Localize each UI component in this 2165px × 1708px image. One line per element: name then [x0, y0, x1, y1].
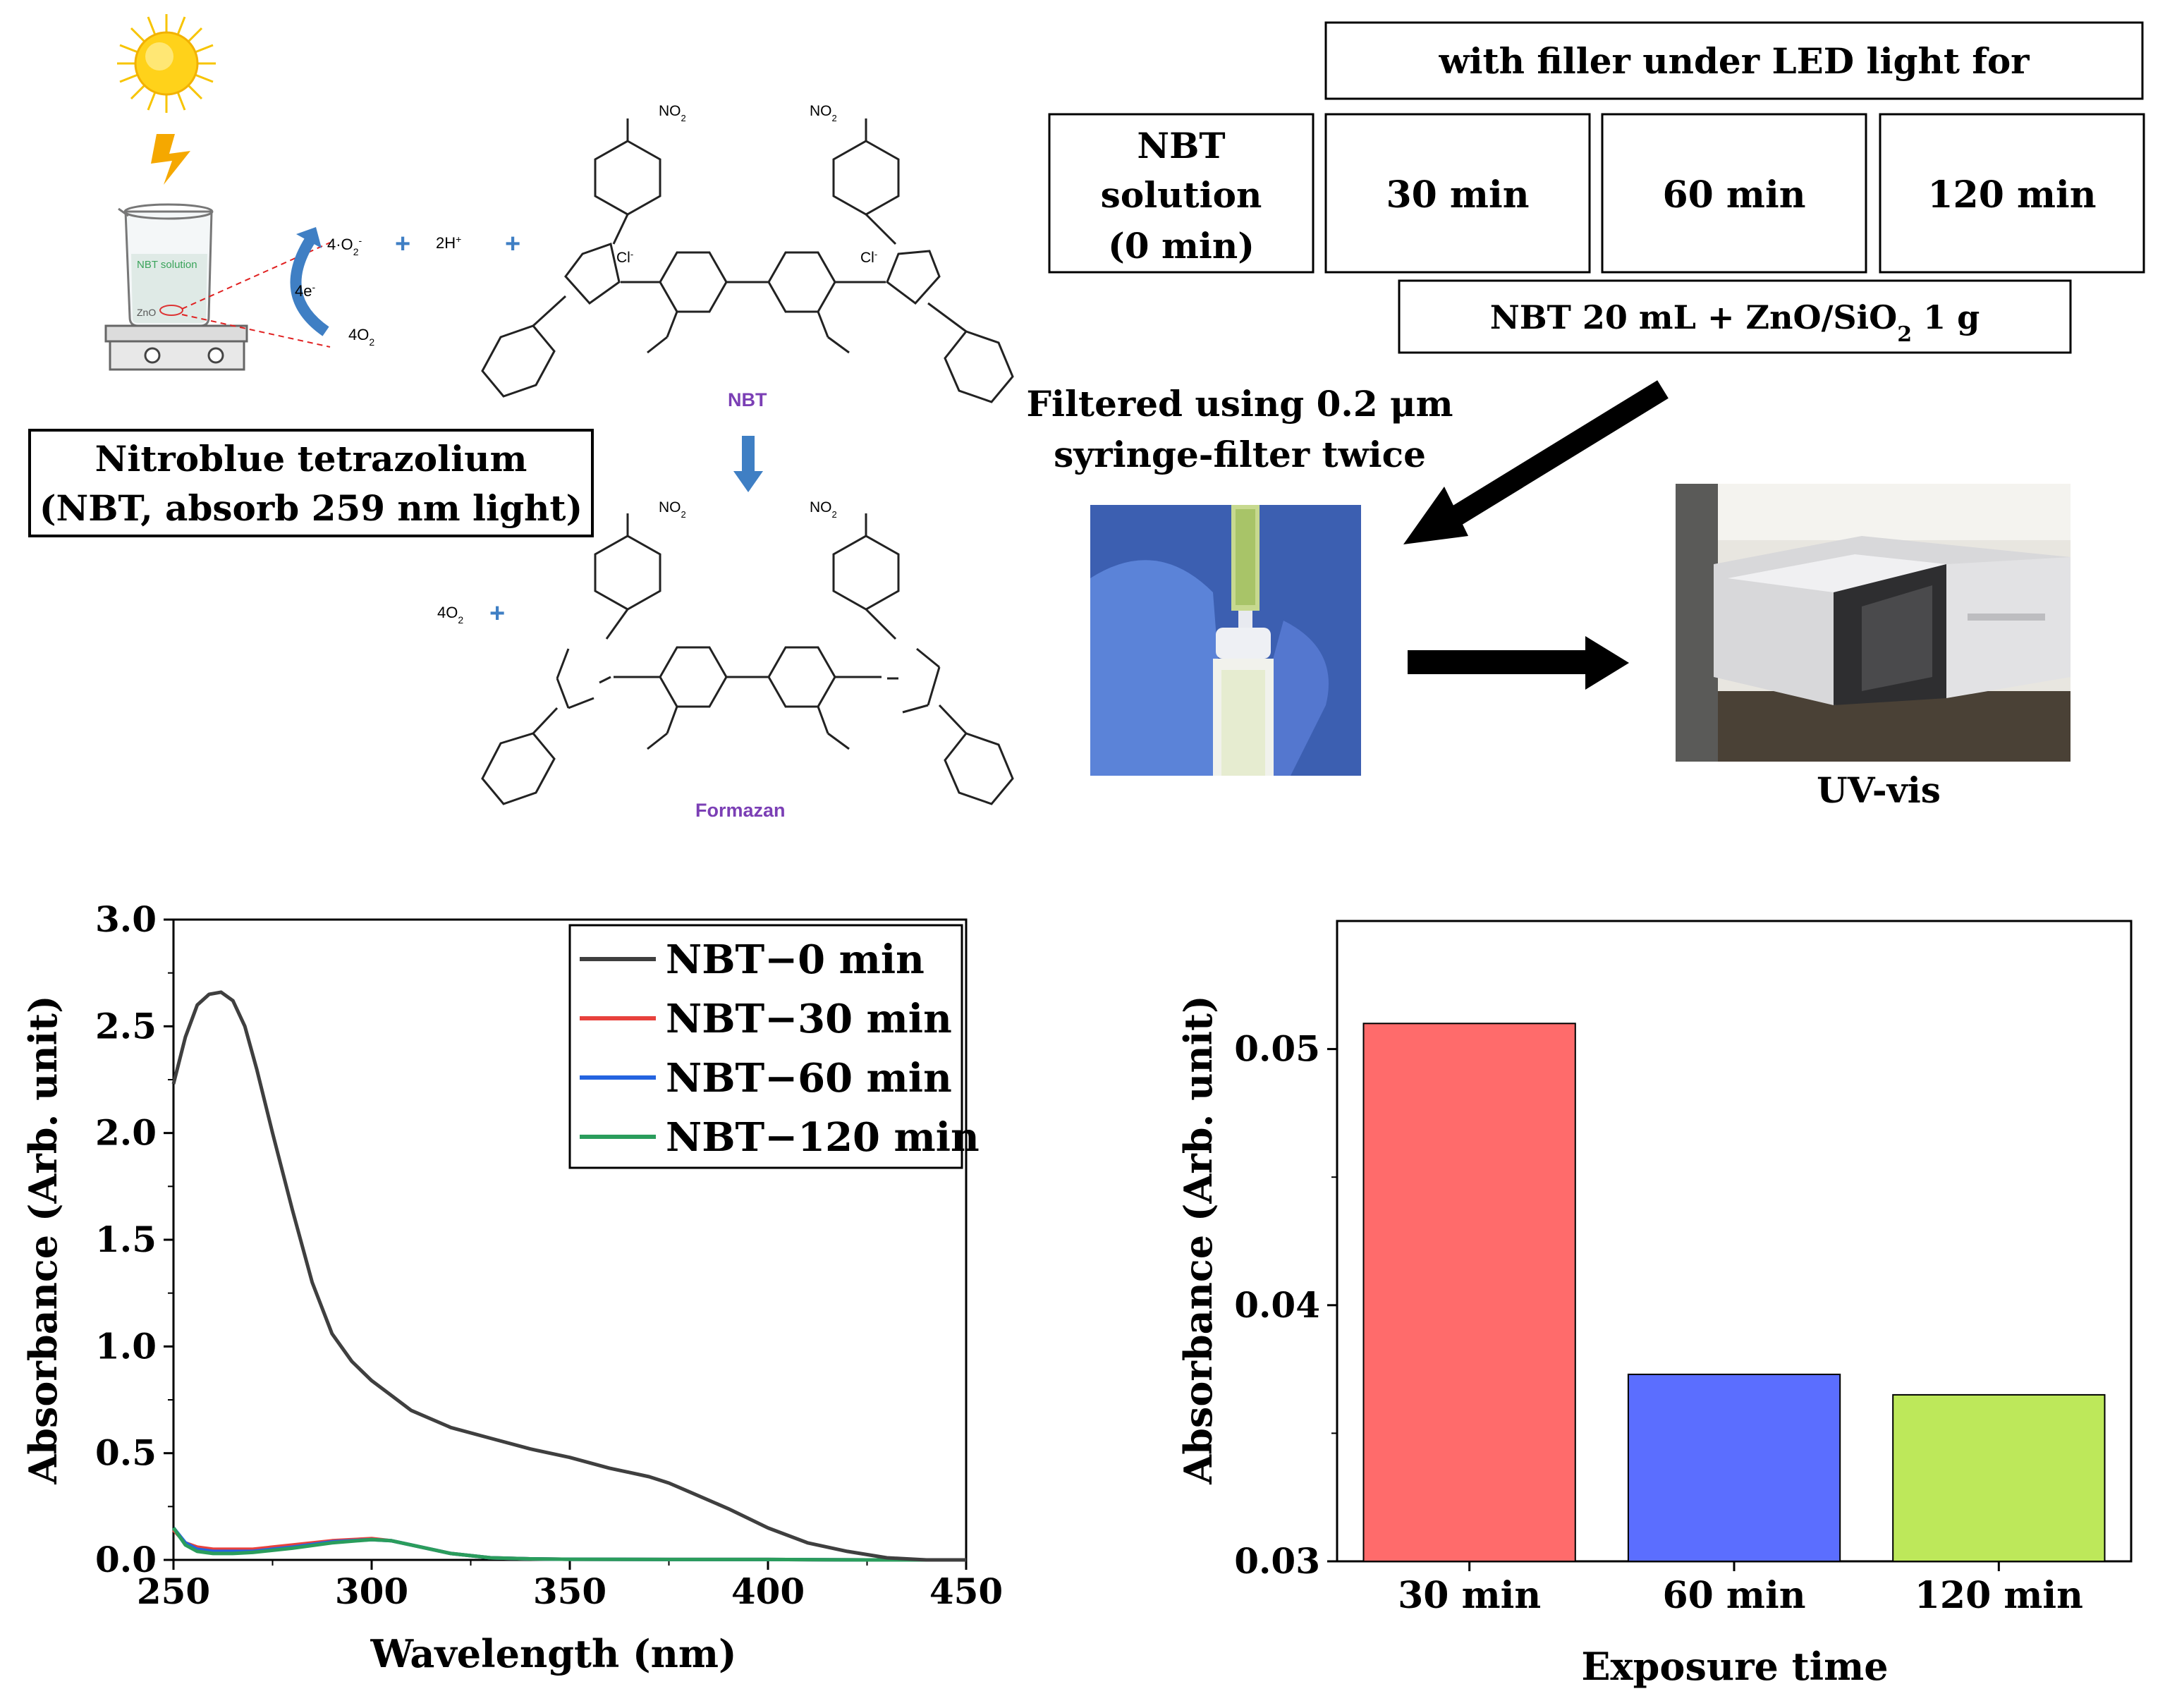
bar-1: [1627, 1373, 1841, 1563]
reactant-superoxide: 4·O2-: [327, 235, 362, 257]
right-arrow: [1408, 636, 1629, 690]
legend-label: NBT−0 min: [666, 937, 925, 983]
line-chart-ylabel: Absorbance (Arb. unit): [20, 995, 66, 1484]
y-tick-label: 0.04: [1234, 1284, 1320, 1326]
y-tick-label: 0.05: [1234, 1028, 1320, 1070]
filter-text-line1: Filtered using 0.2 μm: [1026, 383, 1453, 425]
y-tick-label: 2.5: [95, 1005, 157, 1047]
y-tick-label: 2.0: [95, 1112, 157, 1154]
nbt-molecule-structure: [481, 118, 1014, 403]
plus-icon: +: [489, 599, 505, 628]
x-tick-label: 400: [731, 1570, 805, 1612]
chloride-label: Cl-: [860, 249, 877, 267]
x-tick-label: 350: [533, 1570, 606, 1612]
product-oxygen-label: 4O2: [437, 604, 463, 626]
beaker-label: NBT solution: [137, 259, 197, 271]
y-tick-label: 1.0: [95, 1325, 157, 1367]
series-line-0: [171, 990, 966, 1562]
nbt-name-label: NBT: [728, 389, 767, 410]
y-tick-label: 3.0: [95, 898, 157, 940]
y-tick-label: 1.5: [95, 1219, 157, 1260]
nbt-cell-line2: solution: [1101, 174, 1262, 216]
reactant-protons: 2H+: [436, 233, 461, 252]
bar-0: [1362, 1023, 1576, 1563]
chloride-label: Cl-: [616, 249, 633, 267]
legend-label: NBT−120 min: [666, 1114, 980, 1161]
formazan-molecule-structure: [481, 513, 1014, 805]
series-line-1: [172, 1528, 966, 1562]
beaker-bottom-label: ZnO: [137, 307, 156, 318]
uvvis-label: UV-vis: [1817, 769, 1941, 811]
lightning-icon: [151, 134, 190, 185]
diagonal-arrow: [1403, 380, 1669, 544]
x-tick-label: 250: [137, 1570, 210, 1612]
formazan-name-label: Formazan: [695, 800, 786, 821]
nitro-group-label: NO2: [659, 499, 686, 520]
nitro-group-label: NO2: [810, 103, 837, 123]
nbt-description-line2: (NBT, absorb 259 nm light): [39, 487, 583, 529]
bar-chart: 0.03 0.04 0.05 30 min 60 min 120 min Exposure…: [1176, 920, 2133, 1689]
nbt-cell-line1: NBT: [1137, 125, 1225, 166]
bar-2: [1892, 1393, 2106, 1563]
legend-label: NBT−30 min: [666, 996, 952, 1042]
x-tick-label: 30 min: [1398, 1574, 1541, 1617]
experiment-table: [1048, 21, 2145, 354]
bar-chart-ylabel: Absorbance (Arb. unit): [1176, 995, 1221, 1484]
nbt-description-box: Nitroblue tetrazolium (NBT, absorb 259 n…: [28, 429, 594, 537]
nitro-group-label: NO2: [659, 103, 686, 123]
sun-icon: [117, 14, 216, 113]
nbt-cell-line3: (0 min): [1108, 225, 1255, 267]
reduction-arrow: [733, 436, 763, 492]
x-tick-label: 60 min: [1662, 1574, 1805, 1617]
time-cell-120: 120 min: [1927, 173, 2096, 216]
syringe-filter-photo: [1090, 505, 1361, 776]
recipe-cell: NBT 20 mL + ZnO/SiO2 1 g: [1490, 298, 1980, 347]
line-chart: 250 300 350 400 450 0.0 0.5 1.0 1.5 2.0 2.5 3.0 Wav…: [20, 898, 1003, 1676]
bar-chart-xlabel: Exposure time: [1581, 1644, 1888, 1689]
table-header: with filler under LED light for: [1438, 40, 2030, 82]
time-cell-30: 30 min: [1386, 173, 1529, 216]
filter-text-line2: syringe-filter twice: [1054, 434, 1426, 475]
y-tick-label: 0.5: [95, 1432, 157, 1474]
uv-vis-spectrometer-photo: [1676, 484, 2071, 762]
nitro-group-label: NO2: [810, 499, 837, 520]
zoom-lines: [181, 242, 331, 348]
x-tick-label: 450: [929, 1570, 1003, 1612]
electron-cycle-arrow: [290, 227, 329, 336]
time-cell-60: 60 min: [1662, 173, 1805, 216]
x-tick-label: 300: [335, 1570, 408, 1612]
legend-label: NBT−60 min: [666, 1055, 952, 1102]
y-tick-label: 0.03: [1234, 1540, 1320, 1582]
series-line-3: [171, 1527, 966, 1562]
beaker-on-stirrer-icon: [104, 203, 248, 371]
nbt-description-line1: Nitroblue tetrazolium: [95, 438, 527, 480]
x-tick-label: 120 min: [1915, 1574, 2083, 1617]
y-tick-label: 0.0: [95, 1539, 157, 1580]
plus-icon: +: [395, 229, 410, 259]
line-chart-xlabel: Wavelength (nm): [370, 1631, 736, 1676]
oxygen-label: 4O2: [348, 326, 374, 348]
plus-icon: +: [505, 229, 520, 259]
electron-label: 4e-: [295, 281, 315, 300]
